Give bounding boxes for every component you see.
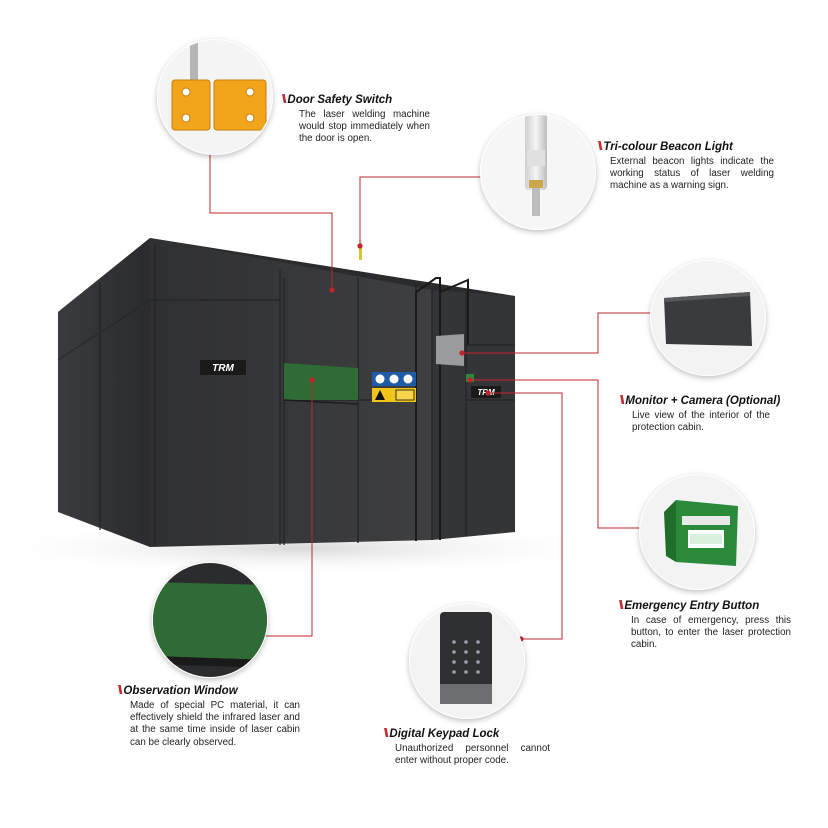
- safety-signs: [372, 372, 416, 402]
- laser-protection-cabin: TRM TRM: [57, 238, 515, 547]
- window-title: Observation Window: [123, 685, 238, 697]
- leader-lines: [209, 143, 660, 640]
- callout-title: \\Monitor + Camera (Optional): [620, 395, 810, 407]
- double-slash-marker-icon: \\: [118, 685, 123, 697]
- keypad-title: Digital Keypad Lock: [389, 728, 500, 740]
- observation-window: [284, 363, 358, 400]
- beacon-desc: External beacon lights indicate the work…: [610, 156, 774, 192]
- callout-title: \\Emergency Entry Button: [619, 600, 791, 612]
- callout-door-safety-switch: \\Door Safety Switch The laser welding m…: [282, 94, 430, 146]
- observation-window-zoom: [152, 562, 268, 678]
- monitor-desc: Live view of the interior of the protect…: [632, 410, 770, 434]
- callout-title: \\Observation Window: [118, 685, 300, 697]
- callout-title: \\Tri-colour Beacon Light: [598, 141, 774, 153]
- trm-logo-text: TRM: [212, 363, 234, 374]
- emergency-title: Emergency Entry Button: [624, 600, 760, 612]
- double-slash-marker-icon: \\: [620, 395, 625, 407]
- callout-title: \\Digital Keypad Lock: [384, 728, 550, 740]
- monitor-camera-zoom: [650, 260, 766, 376]
- callout-monitor-camera: \\Monitor + Camera (Optional) Live view …: [620, 395, 810, 434]
- double-slash-marker-icon: \\: [384, 728, 389, 740]
- callout-beacon-light: \\Tri-colour Beacon Light External beaco…: [598, 141, 774, 193]
- eye-protection-sign-icon: [395, 389, 415, 401]
- callout-title: \\Door Safety Switch: [282, 94, 430, 106]
- emergency-button-zoom: [639, 474, 755, 590]
- emergency-desc: In case of emergency, press this button,…: [631, 615, 791, 651]
- laser-warning-sign-icon: [375, 390, 385, 400]
- callout-digital-keypad: \\Digital Keypad Lock Unauthorized perso…: [384, 728, 550, 767]
- beacon-light-zoom: [480, 114, 596, 230]
- door-safety-switch-zoom: [157, 39, 273, 155]
- window-desc: Made of special PC material, it can effe…: [130, 700, 300, 748]
- monitor-title: Monitor + Camera (Optional): [625, 395, 781, 407]
- door-switch-title: Door Safety Switch: [287, 94, 393, 106]
- double-slash-marker-icon: \\: [282, 94, 287, 106]
- keypad-desc: Unauthorized personnel cannot enter with…: [395, 743, 550, 767]
- callout-emergency-button: \\Emergency Entry Button In case of emer…: [619, 600, 791, 652]
- callout-observation-window: \\Observation Window Made of special PC …: [118, 685, 300, 749]
- digital-keypad-zoom: [409, 603, 525, 719]
- monitor-screen: [436, 334, 464, 366]
- double-slash-marker-icon: \\: [598, 141, 603, 153]
- double-slash-marker-icon: \\: [619, 600, 624, 612]
- trm-logo-plate: TRM: [200, 360, 246, 375]
- door-switch-desc: The laser welding machine would stop imm…: [299, 109, 430, 145]
- beacon-title: Tri-colour Beacon Light: [603, 141, 733, 153]
